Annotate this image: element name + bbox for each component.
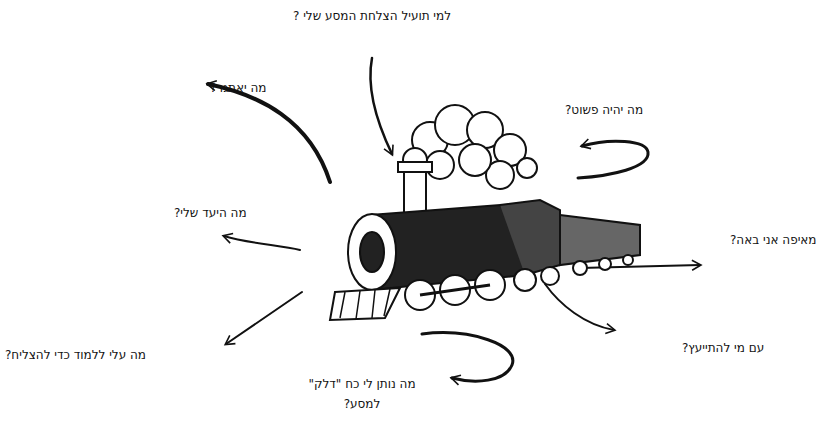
wheels — [405, 255, 633, 310]
cowcatcher — [330, 288, 400, 320]
arrow — [224, 236, 300, 250]
arrow — [370, 58, 392, 154]
boiler-front — [348, 214, 396, 290]
question-label: מה עלי ללמוד כדי להצליח? — [5, 345, 146, 365]
arrow — [422, 333, 513, 381]
rod — [420, 285, 490, 295]
arrow — [578, 141, 648, 178]
question-label: עם מי להתייעץ? — [682, 338, 764, 358]
arrow — [208, 84, 330, 182]
arrows — [208, 58, 700, 381]
arrow — [226, 292, 302, 344]
question-label: למי תועיל הצלחת המסע שלי ? — [293, 6, 451, 26]
train-drawing — [330, 105, 640, 320]
chimney-top — [398, 162, 432, 172]
question-label: מה נותן לי כח "דלק" למסע? — [307, 374, 417, 414]
arrow — [545, 284, 614, 330]
question-label: מה היעד שלי? — [174, 203, 247, 223]
question-label: מאיפה אני באה? — [730, 230, 817, 250]
question-label: מה יאתגר? — [210, 78, 266, 98]
carriage — [560, 215, 640, 265]
boiler-door — [360, 232, 384, 272]
arrow — [580, 265, 700, 268]
question-label: מה יהיה פשוט? — [565, 100, 643, 120]
cab — [500, 200, 560, 275]
